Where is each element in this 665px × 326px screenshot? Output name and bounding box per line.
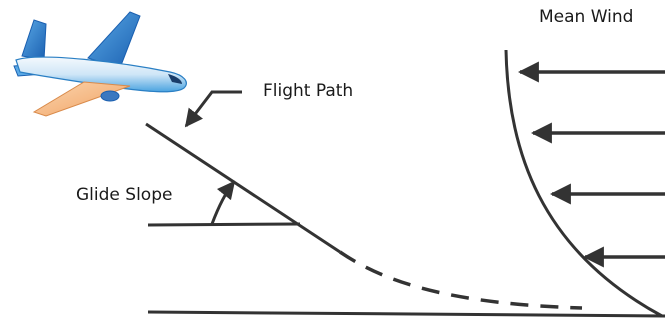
airplane-icon bbox=[13, 11, 187, 117]
mean-wind-label: Mean Wind bbox=[539, 7, 633, 27]
glide-slope-reference-line bbox=[147, 222, 301, 227]
flight-path-line bbox=[145, 122, 341, 254]
wind-profile-curve bbox=[504, 49, 663, 318]
glide-slope-angle-arrow bbox=[210, 180, 236, 225]
ground-line bbox=[147, 310, 665, 318]
flight-path-pointer bbox=[184, 90, 242, 128]
glide-slope-label: Glide Slope bbox=[76, 185, 172, 205]
flight-path-dashed bbox=[339, 250, 583, 310]
flight-path-label: Flight Path bbox=[263, 81, 353, 101]
